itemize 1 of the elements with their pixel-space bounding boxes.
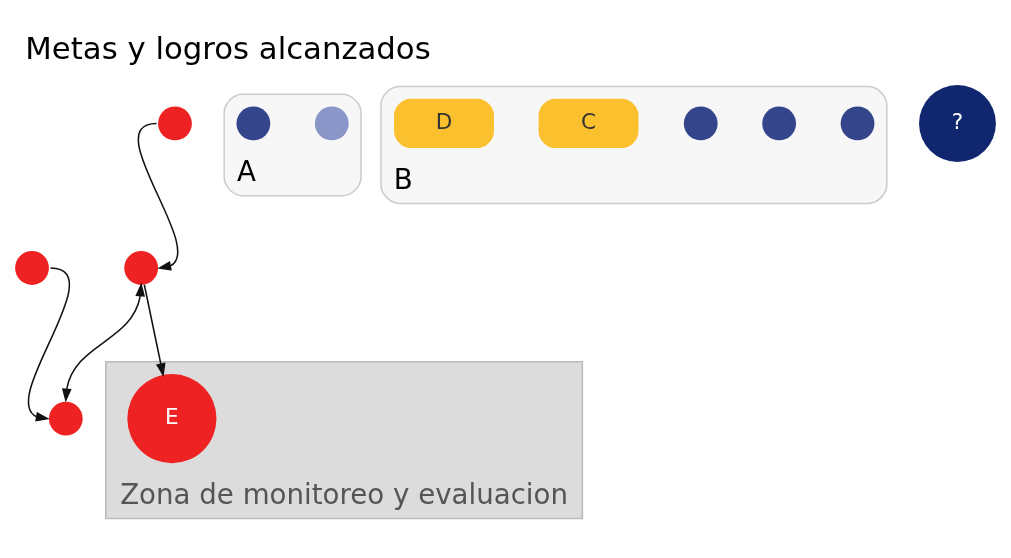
diagram-title: Metas y logros alcanzados <box>25 29 431 66</box>
